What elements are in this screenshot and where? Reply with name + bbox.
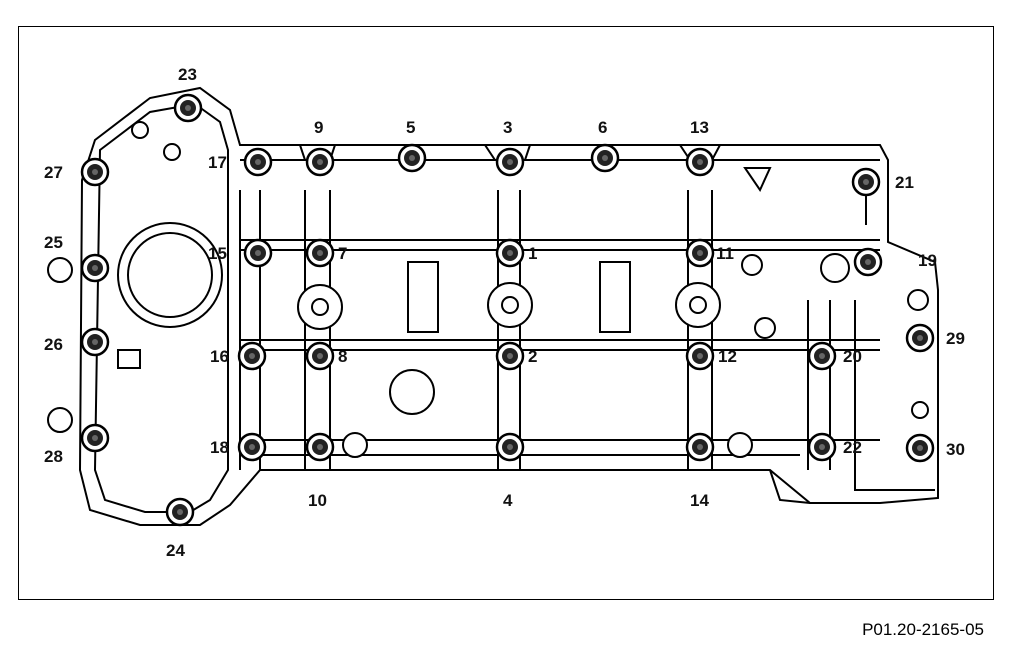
callout-27: 27 [44, 163, 63, 182]
callout-18: 18 [210, 438, 229, 457]
callout-1: 1 [528, 244, 537, 263]
callout-29: 29 [946, 329, 965, 348]
callout-15: 15 [208, 244, 227, 263]
callout-20: 20 [843, 347, 862, 366]
callout-16: 16 [210, 347, 229, 366]
figure-reference-id: P01.20-2165-05 [862, 620, 984, 639]
callout-4: 4 [503, 491, 513, 510]
callout-13: 13 [690, 118, 709, 137]
callout-26: 26 [44, 335, 63, 354]
callout-22: 22 [843, 438, 862, 457]
callout-17: 17 [208, 153, 227, 172]
callout-14: 14 [690, 491, 709, 510]
callout-9: 9 [314, 118, 323, 137]
callout-2: 2 [528, 347, 537, 366]
callout-5: 5 [406, 118, 415, 137]
callout-8: 8 [338, 347, 347, 366]
bolt-callouts: 1 2 3 4 5 6 7 8 9 10 11 12 13 14 15 16 1… [44, 65, 965, 560]
callout-3: 3 [503, 118, 512, 137]
housing-features [47, 121, 929, 458]
callout-10: 10 [308, 491, 327, 510]
callout-23: 23 [178, 65, 197, 84]
callout-30: 30 [946, 440, 965, 459]
callout-7: 7 [338, 244, 347, 263]
callout-21: 21 [895, 173, 914, 192]
callout-28: 28 [44, 447, 63, 466]
callout-11: 11 [716, 244, 734, 263]
callout-6: 6 [598, 118, 607, 137]
diagram-frame [18, 26, 994, 600]
callout-19: 19 [918, 251, 937, 270]
callout-12: 12 [718, 347, 737, 366]
callout-25: 25 [44, 233, 63, 252]
callout-24: 24 [166, 541, 185, 560]
